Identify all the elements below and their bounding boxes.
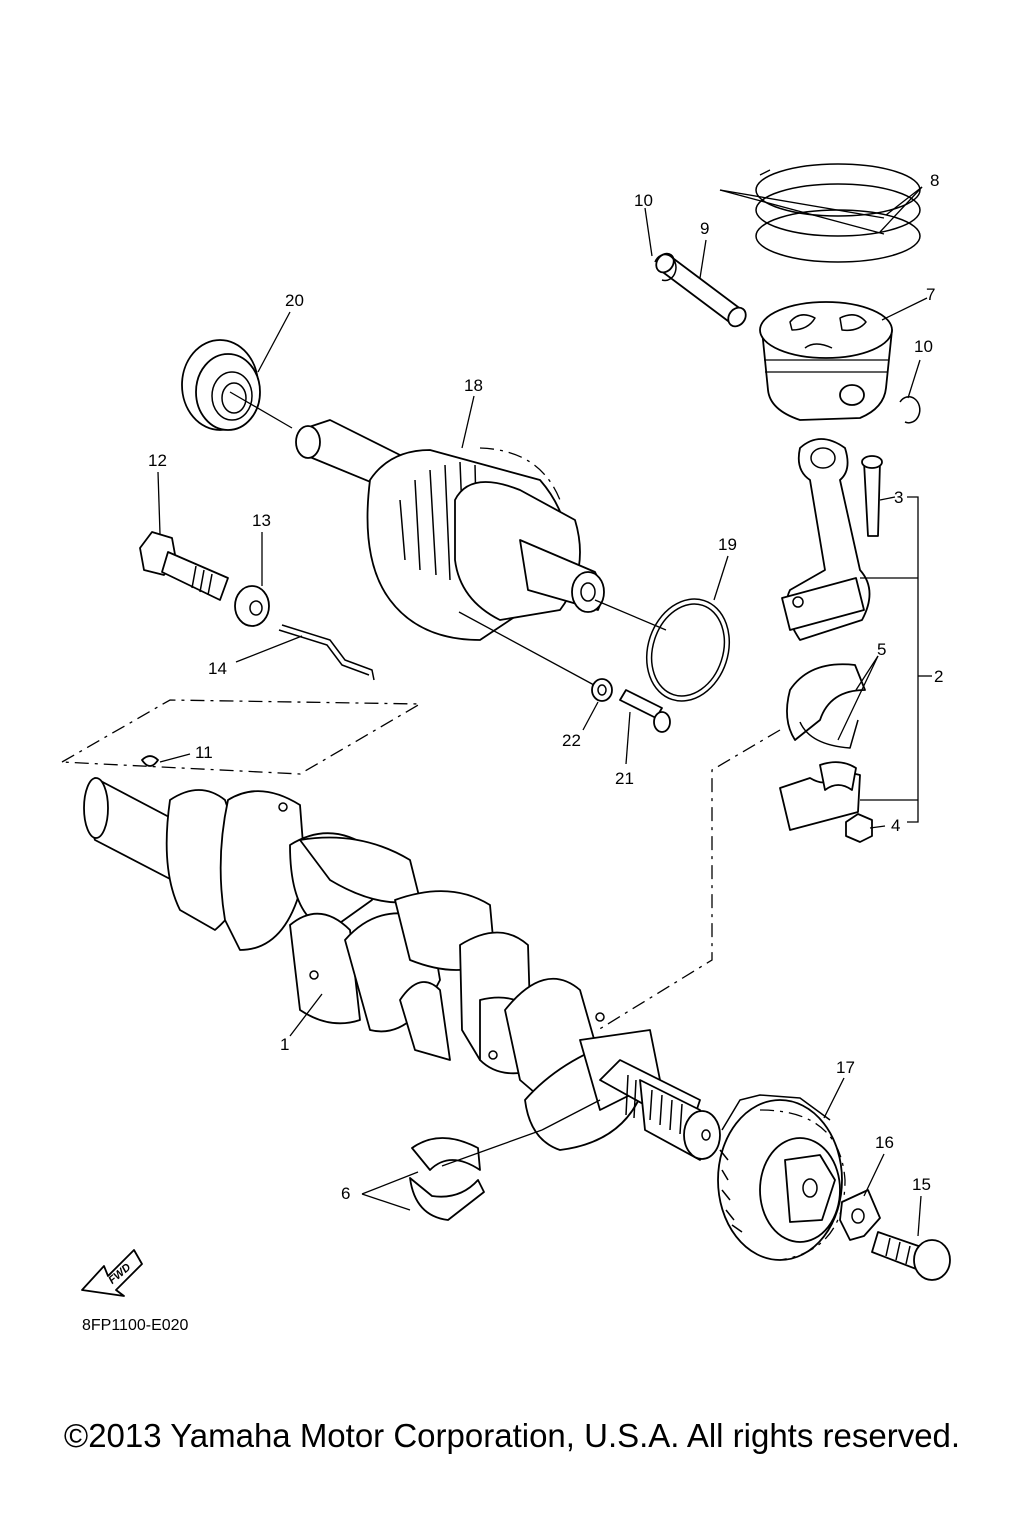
- piston: [759, 301, 893, 421]
- copyright-notice: ©2013 Yamaha Motor Corporation, U.S.A. A…: [63, 1417, 961, 1454]
- bolt-15: [871, 1231, 951, 1281]
- diagram-code: 8FP1100-E020: [82, 1317, 189, 1334]
- callout-11: 11: [195, 743, 213, 762]
- callout-2: 2: [934, 667, 943, 686]
- callout-22: 22: [562, 731, 581, 750]
- callout-1: 1: [280, 1035, 289, 1054]
- fwd-arrow: FWD: [81, 1249, 143, 1297]
- callout-5: 5: [877, 640, 886, 659]
- callout-12: 12: [148, 451, 167, 470]
- callout-18: 18: [464, 376, 483, 395]
- callout-14: 14: [208, 659, 227, 678]
- callout-10-left: 10: [634, 191, 653, 210]
- callout-9: 9: [700, 219, 709, 238]
- washer-22: [591, 678, 613, 702]
- rod-nut: [845, 813, 873, 843]
- callout-17: 17: [836, 1058, 855, 1077]
- callout-20: 20: [285, 291, 304, 310]
- callout-8: 8: [930, 171, 939, 190]
- o-ring: [645, 598, 731, 702]
- connecting-rod: [781, 438, 871, 641]
- woodruff-key: [141, 755, 159, 767]
- crank-main-bearings: [409, 1137, 485, 1221]
- rod-cap: [779, 761, 861, 831]
- circlips: [654, 253, 921, 424]
- callout-21: 21: [615, 769, 634, 788]
- clip-14: [278, 624, 375, 681]
- callout-4: 4: [891, 816, 900, 835]
- rod-bearing-upper: [786, 663, 866, 749]
- callout-6: 6: [341, 1184, 350, 1203]
- bolt-12: [139, 531, 229, 601]
- callout-13: 13: [252, 511, 271, 530]
- rod-bolt: [861, 455, 883, 537]
- piston-pin: [655, 252, 747, 328]
- bearing: [181, 339, 261, 431]
- callout-3: 3: [894, 488, 903, 507]
- piston-rings: [755, 163, 921, 263]
- starter-clutch-assembly: [295, 419, 605, 641]
- crankshaft: [83, 777, 721, 1161]
- callout-10-right: 10: [914, 337, 933, 356]
- callout-15: 15: [912, 1175, 931, 1194]
- callout-19: 19: [718, 535, 737, 554]
- callout-7: 7: [926, 285, 935, 304]
- callout-16: 16: [875, 1133, 894, 1152]
- washer-13: [234, 585, 270, 627]
- callout-labels: 1 2 3 4 5 6 7 8 9 10 10 11 12 13 14 15 1…: [148, 171, 943, 1203]
- bolt-21: [619, 689, 671, 733]
- primary-drive-gear: [717, 1094, 846, 1261]
- leader-lines: [61, 186, 932, 1237]
- lock-washer-16: [839, 1189, 881, 1241]
